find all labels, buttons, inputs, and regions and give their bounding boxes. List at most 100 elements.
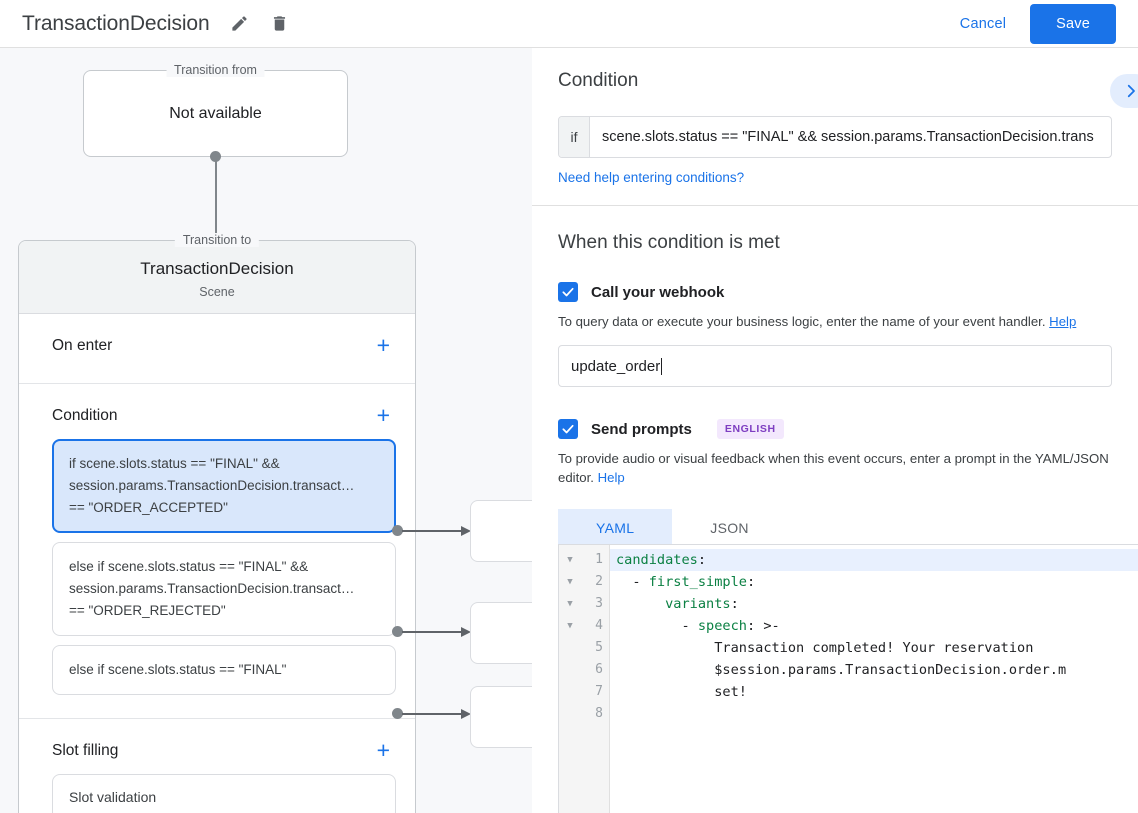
send-prompts-description-text: To provide audio or visual feedback when… — [558, 451, 1109, 485]
fold-spacer — [559, 637, 581, 659]
connector-line — [402, 530, 464, 532]
condition-item[interactable]: else if scene.slots.status == "FINAL" &&… — [52, 542, 396, 636]
fold-toggle-icon[interactable]: ▼ — [567, 621, 573, 631]
add-on-enter-button[interactable]: + — [376, 332, 390, 358]
editor-format-tabs: YAML JSON — [558, 509, 1112, 547]
condition-panel-section: Condition if scene.slots.status == "FINA… — [532, 48, 1138, 206]
line-number: 5 — [595, 640, 603, 655]
code-line[interactable]: - speech: >- — [616, 618, 780, 634]
transition-to-node: Transition to TransactionDecision Scene … — [18, 233, 416, 813]
need-help-link[interactable]: Need help entering conditions? — [558, 170, 745, 185]
code-line[interactable]: candidates: — [610, 549, 1138, 571]
section-slot-filling: Slot filling + Slot validation — [19, 719, 415, 813]
fold-toggle-icon[interactable]: ▼ — [567, 577, 573, 587]
connector-arrowhead — [461, 626, 471, 637]
code-line[interactable]: Transaction completed! Your reservation — [616, 640, 1034, 656]
fold-spacer — [559, 659, 581, 681]
add-condition-button[interactable]: + — [376, 402, 390, 428]
tab-yaml[interactable]: YAML — [558, 509, 673, 547]
add-slot-filling-button[interactable]: + — [376, 737, 390, 763]
condition-line-1: if scene.slots.status == "FINAL" && — [69, 456, 280, 471]
condition-line-2: session.params.TransactionDecision.trans… — [69, 581, 355, 596]
transition-to-legend: Transition to — [174, 233, 260, 247]
webhook-description-text: To query data or execute your business l… — [558, 314, 1046, 329]
code-line[interactable]: $session.params.TransactionDecision.orde… — [616, 662, 1067, 678]
connector-line — [402, 713, 464, 715]
save-button[interactable]: Save — [1030, 3, 1116, 44]
code-line[interactable]: - first_simple: — [616, 574, 756, 590]
line-number: 4 — [595, 618, 603, 633]
fold-toggle-icon[interactable]: ▼ — [567, 599, 573, 609]
line-number: 1 — [595, 552, 603, 567]
webhook-checkbox-row[interactable]: Call your webhook — [558, 282, 1112, 302]
fold-spacer — [559, 681, 581, 703]
transition-from-node[interactable]: Transition from Not available — [83, 63, 348, 157]
send-prompts-label: Send prompts — [591, 420, 692, 438]
condition-item[interactable]: else if scene.slots.status == "FINAL" — [52, 645, 396, 695]
target-node[interactable] — [470, 686, 532, 748]
language-badge: ENGLISH — [716, 419, 784, 439]
event-handler-input[interactable]: update_order — [558, 345, 1112, 387]
condition-input[interactable]: scene.slots.status == "FINAL" && session… — [602, 129, 1094, 145]
send-prompts-checkbox[interactable] — [558, 419, 578, 439]
code-line[interactable] — [610, 703, 1138, 725]
condition-line-3: == "ORDER_REJECTED" — [69, 603, 226, 618]
connector-1 — [392, 525, 532, 537]
section-on-enter: On enter + — [19, 314, 415, 384]
code-line[interactable]: variants: — [665, 596, 739, 612]
text-caret — [661, 357, 663, 375]
target-node[interactable] — [470, 602, 532, 664]
slot-validation-item[interactable]: Slot validation — [52, 774, 396, 813]
webhook-help-link[interactable]: Help — [1049, 314, 1077, 329]
condition-list: if scene.slots.status == "FINAL" && sess… — [19, 439, 415, 708]
send-prompts-help-link[interactable]: Help — [597, 470, 625, 485]
condition-item[interactable]: if scene.slots.status == "FINAL" && sess… — [52, 439, 396, 533]
code-line[interactable]: set! — [616, 684, 747, 700]
line-number: 7 — [595, 684, 603, 699]
fold-toggle-icon[interactable]: ▼ — [567, 555, 573, 565]
tab-json[interactable]: JSON — [710, 520, 749, 536]
top-app-bar: TransactionDecision Cancel Save — [0, 0, 1138, 48]
if-label: if — [559, 117, 590, 157]
trash-icon[interactable] — [268, 12, 292, 36]
slot-filling-title: Slot filling — [52, 741, 119, 759]
connector-3 — [392, 708, 532, 720]
condition-line-2: session.params.TransactionDecision.trans… — [69, 478, 355, 493]
connector-dot — [392, 708, 403, 719]
cancel-button[interactable]: Cancel — [946, 8, 1020, 40]
scene-header[interactable]: TransactionDecision Scene — [19, 241, 415, 314]
slot-filling-header: Slot filling + — [19, 719, 415, 774]
section-condition: Condition + if scene.slots.status == "FI… — [19, 384, 415, 719]
webhook-checkbox[interactable] — [558, 282, 578, 302]
webhook-description: To query data or execute your business l… — [558, 312, 1112, 331]
condition-line-3: == "ORDER_ACCEPTED" — [69, 500, 228, 515]
pencil-icon[interactable] — [228, 12, 252, 36]
line-number: 3 — [595, 596, 603, 611]
editor-code-area[interactable]: candidates: - first_simple: variants: - … — [610, 545, 1138, 813]
editor-fold-column: ▼ ▼ ▼ ▼ — [559, 545, 581, 813]
page-title: TransactionDecision — [22, 11, 210, 35]
target-node[interactable] — [470, 500, 532, 562]
scene-graph-canvas[interactable]: Transition from Not available Transition… — [0, 48, 532, 813]
fold-spacer — [559, 703, 581, 725]
connector-dot — [392, 525, 403, 536]
arrow-line — [215, 156, 217, 251]
event-handler-value: update_order — [571, 357, 661, 375]
scene-name: TransactionDecision — [140, 259, 294, 278]
connector-arrowhead — [461, 708, 471, 719]
chevron-right-icon[interactable] — [1110, 74, 1138, 108]
when-condition-met-section: When this condition is met Call your web… — [532, 206, 1138, 547]
title-actions — [228, 12, 292, 36]
on-enter-header: On enter + — [19, 314, 415, 373]
condition-title: Condition — [52, 406, 118, 424]
line-number: 8 — [595, 706, 603, 721]
condition-line-1: else if scene.slots.status == "FINAL" && — [69, 559, 309, 574]
condition-input-row[interactable]: if scene.slots.status == "FINAL" && sess… — [558, 116, 1112, 158]
send-prompts-checkbox-row[interactable]: Send prompts ENGLISH — [558, 419, 1112, 439]
line-number: 2 — [595, 574, 603, 589]
connector-arrowhead — [461, 525, 471, 536]
when-condition-met-heading: When this condition is met — [558, 232, 780, 253]
